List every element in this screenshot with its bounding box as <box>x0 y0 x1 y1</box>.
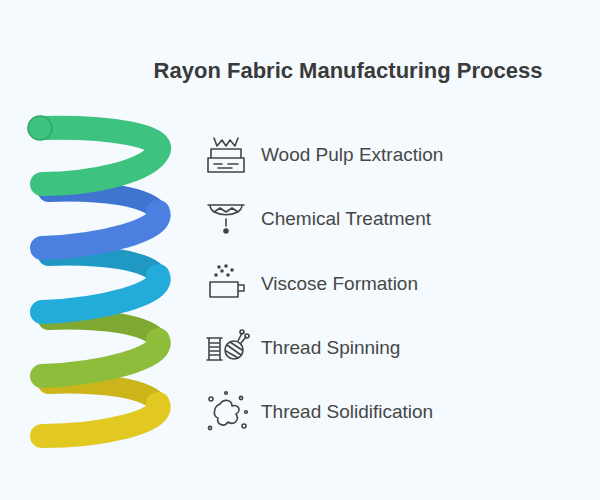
step-label: Viscose Formation <box>261 273 418 295</box>
spiral-coil <box>28 116 159 436</box>
spool-icon <box>207 330 249 360</box>
filter-icon <box>208 205 244 233</box>
diagram-title: Rayon Fabric Manufacturing Process <box>154 58 543 84</box>
step-label: Chemical Treatment <box>261 208 431 230</box>
splash-icon <box>208 392 247 430</box>
step-label: Wood Pulp Extraction <box>261 144 443 166</box>
wood-pulp-icon <box>208 138 244 172</box>
cup-icon <box>210 265 244 297</box>
step-label: Thread Spinning <box>261 337 400 359</box>
step-label: Thread Solidification <box>261 401 433 423</box>
